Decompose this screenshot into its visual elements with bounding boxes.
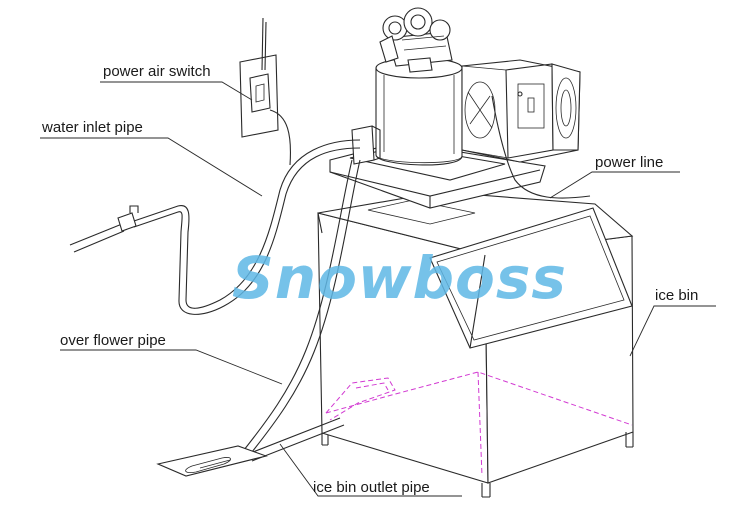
- overflow-pipe: [239, 159, 361, 458]
- water-box: [351, 125, 381, 165]
- ice-bin-outlet-pipe: [247, 417, 345, 462]
- ice-bin-inner-outline: [325, 371, 633, 477]
- power-air-switch: [239, 17, 291, 166]
- watermark-text: Snowboss: [232, 244, 567, 312]
- leader-lines: [40, 81, 716, 497]
- label-water-inlet-pipe: water inlet pipe: [41, 119, 143, 136]
- label-power-air-switch: power air switch: [103, 63, 211, 80]
- label-ice-bin: ice bin: [655, 287, 698, 304]
- water-inlet-hose: [69, 139, 361, 315]
- evaporator-drum: [375, 57, 463, 166]
- label-over-flower-pipe: over flower pipe: [60, 332, 166, 349]
- gear-motor: [379, 7, 453, 73]
- condensing-unit: [461, 59, 581, 163]
- power-line-cable: [491, 95, 591, 199]
- floor-drain: [156, 445, 268, 477]
- label-ice-bin-outlet-pipe: ice bin outlet pipe: [313, 479, 430, 496]
- label-power-line: power line: [595, 154, 663, 171]
- ice-bin-cabinet: [317, 191, 634, 498]
